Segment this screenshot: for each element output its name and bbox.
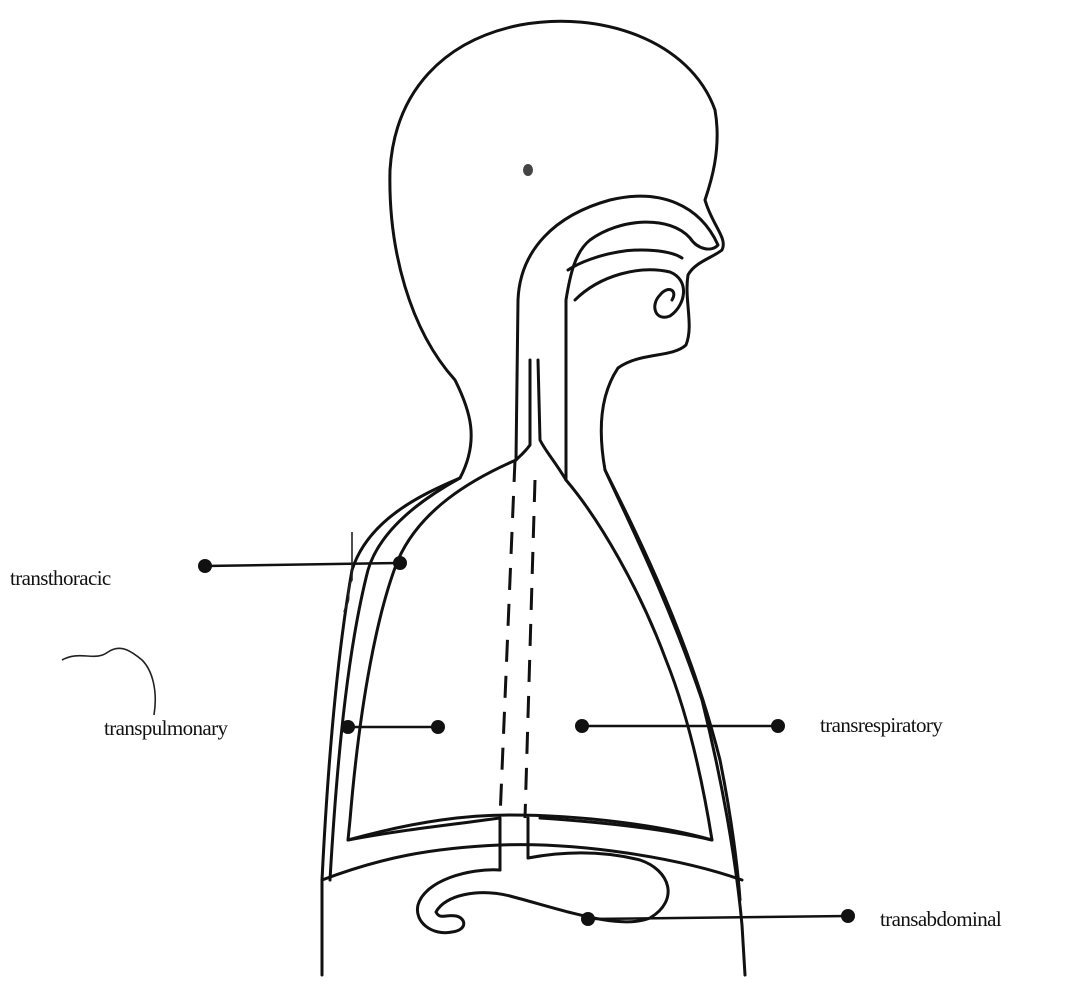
transthoracic-dot-outer xyxy=(198,559,212,573)
label-transpulmonary: transpulmonary xyxy=(104,716,229,740)
stomach xyxy=(417,853,668,933)
transrespiratory-dot-outer xyxy=(771,719,785,733)
transpulmonary-dot-outer xyxy=(341,720,355,734)
transthoracic-dot-inner xyxy=(393,556,407,570)
label-transthoracic: transthoracic xyxy=(10,566,111,590)
scribble-transpulmonary xyxy=(62,648,155,715)
transpulmonary-leader xyxy=(341,720,445,734)
transabdominal-dot-outer xyxy=(841,909,855,923)
transrespiratory-leader xyxy=(575,719,785,733)
transrespiratory-dot-inner xyxy=(575,719,589,733)
label-transabdominal: transabdominal xyxy=(880,907,1002,931)
trachea-right-wall xyxy=(538,360,566,480)
tongue-hook xyxy=(575,270,684,317)
palate-line xyxy=(568,250,682,270)
transabdominal-dot-inner xyxy=(581,912,595,926)
transthoracic-leader xyxy=(198,556,407,573)
label-transrespiratory: transrespiratory xyxy=(820,713,943,737)
midline-dashed-right xyxy=(525,480,535,818)
transpulmonary-dot-inner xyxy=(431,720,445,734)
chest-wall-outline-right xyxy=(605,470,740,900)
left-lung-outline xyxy=(348,460,516,840)
diaphragm-upper xyxy=(348,815,712,840)
head-speck xyxy=(523,164,533,176)
diaphragm-lower xyxy=(322,845,742,880)
midline-dashed-left xyxy=(500,460,515,818)
transabdominal-leader xyxy=(581,909,855,926)
